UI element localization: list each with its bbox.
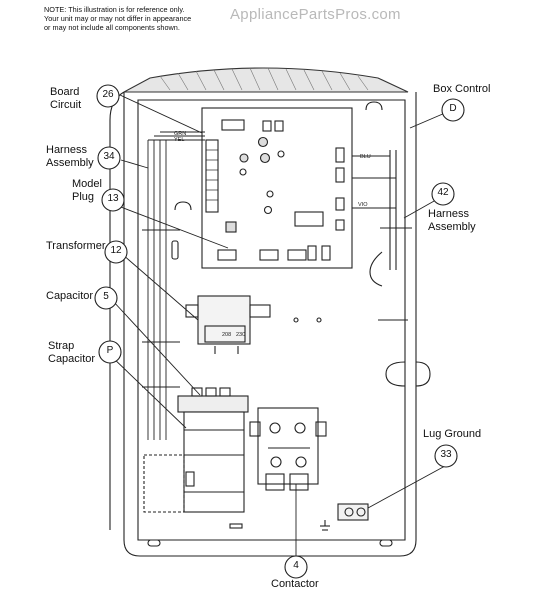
callout-33: 33 [440,449,452,460]
transformer-208: 208 [222,332,231,338]
callout-d: D [449,103,457,114]
label-transformer: Transformer [46,240,106,252]
callout-4: 4 [293,560,299,571]
label-contactor: Contactor [271,578,319,590]
transformer-230: 230 [236,332,245,338]
label-harness-assembly-left: Harness Assembly [46,144,94,169]
label-box-control: Box Control [433,83,491,95]
wire-label-yel: YEL [174,137,184,143]
callout-4-circle [284,555,308,579]
label-harness-assembly-right: Harness Assembly [428,208,476,233]
callout-26-circle [96,84,120,108]
callout-5-circle [94,286,118,310]
label-lug-ground: Lug Ground [423,428,482,440]
callout-5: 5 [103,291,109,302]
callout-34: 34 [103,151,115,162]
watermark: AppliancePartsPros.com [230,6,401,23]
wire-label-vio: VIO [358,202,368,208]
callout-42: 42 [437,187,449,198]
wire-label-grn: GRN [174,131,186,137]
callout-33-circle [434,444,458,468]
callout-p: P [106,345,114,356]
callout-12-circle [104,240,128,264]
reference-note: NOTE: This illustration is for reference… [44,5,192,32]
callout-34-circle [97,146,121,170]
callout-d-circle [441,98,465,122]
label-capacitor: Capacitor [46,290,94,302]
label-board-circuit: Board Circuit [50,86,82,111]
callout-13: 13 [107,193,119,204]
wire-label-blu: BLU [360,154,371,160]
label-strap-capacitor: Strap Capacitor [48,340,96,365]
callout-26: 26 [102,89,114,100]
callout-42-circle [431,182,455,206]
callout-13-circle [101,188,125,212]
label-model-plug: Model Plug [72,178,102,203]
callout-p-circle [98,340,122,364]
callout-12: 12 [110,245,122,256]
